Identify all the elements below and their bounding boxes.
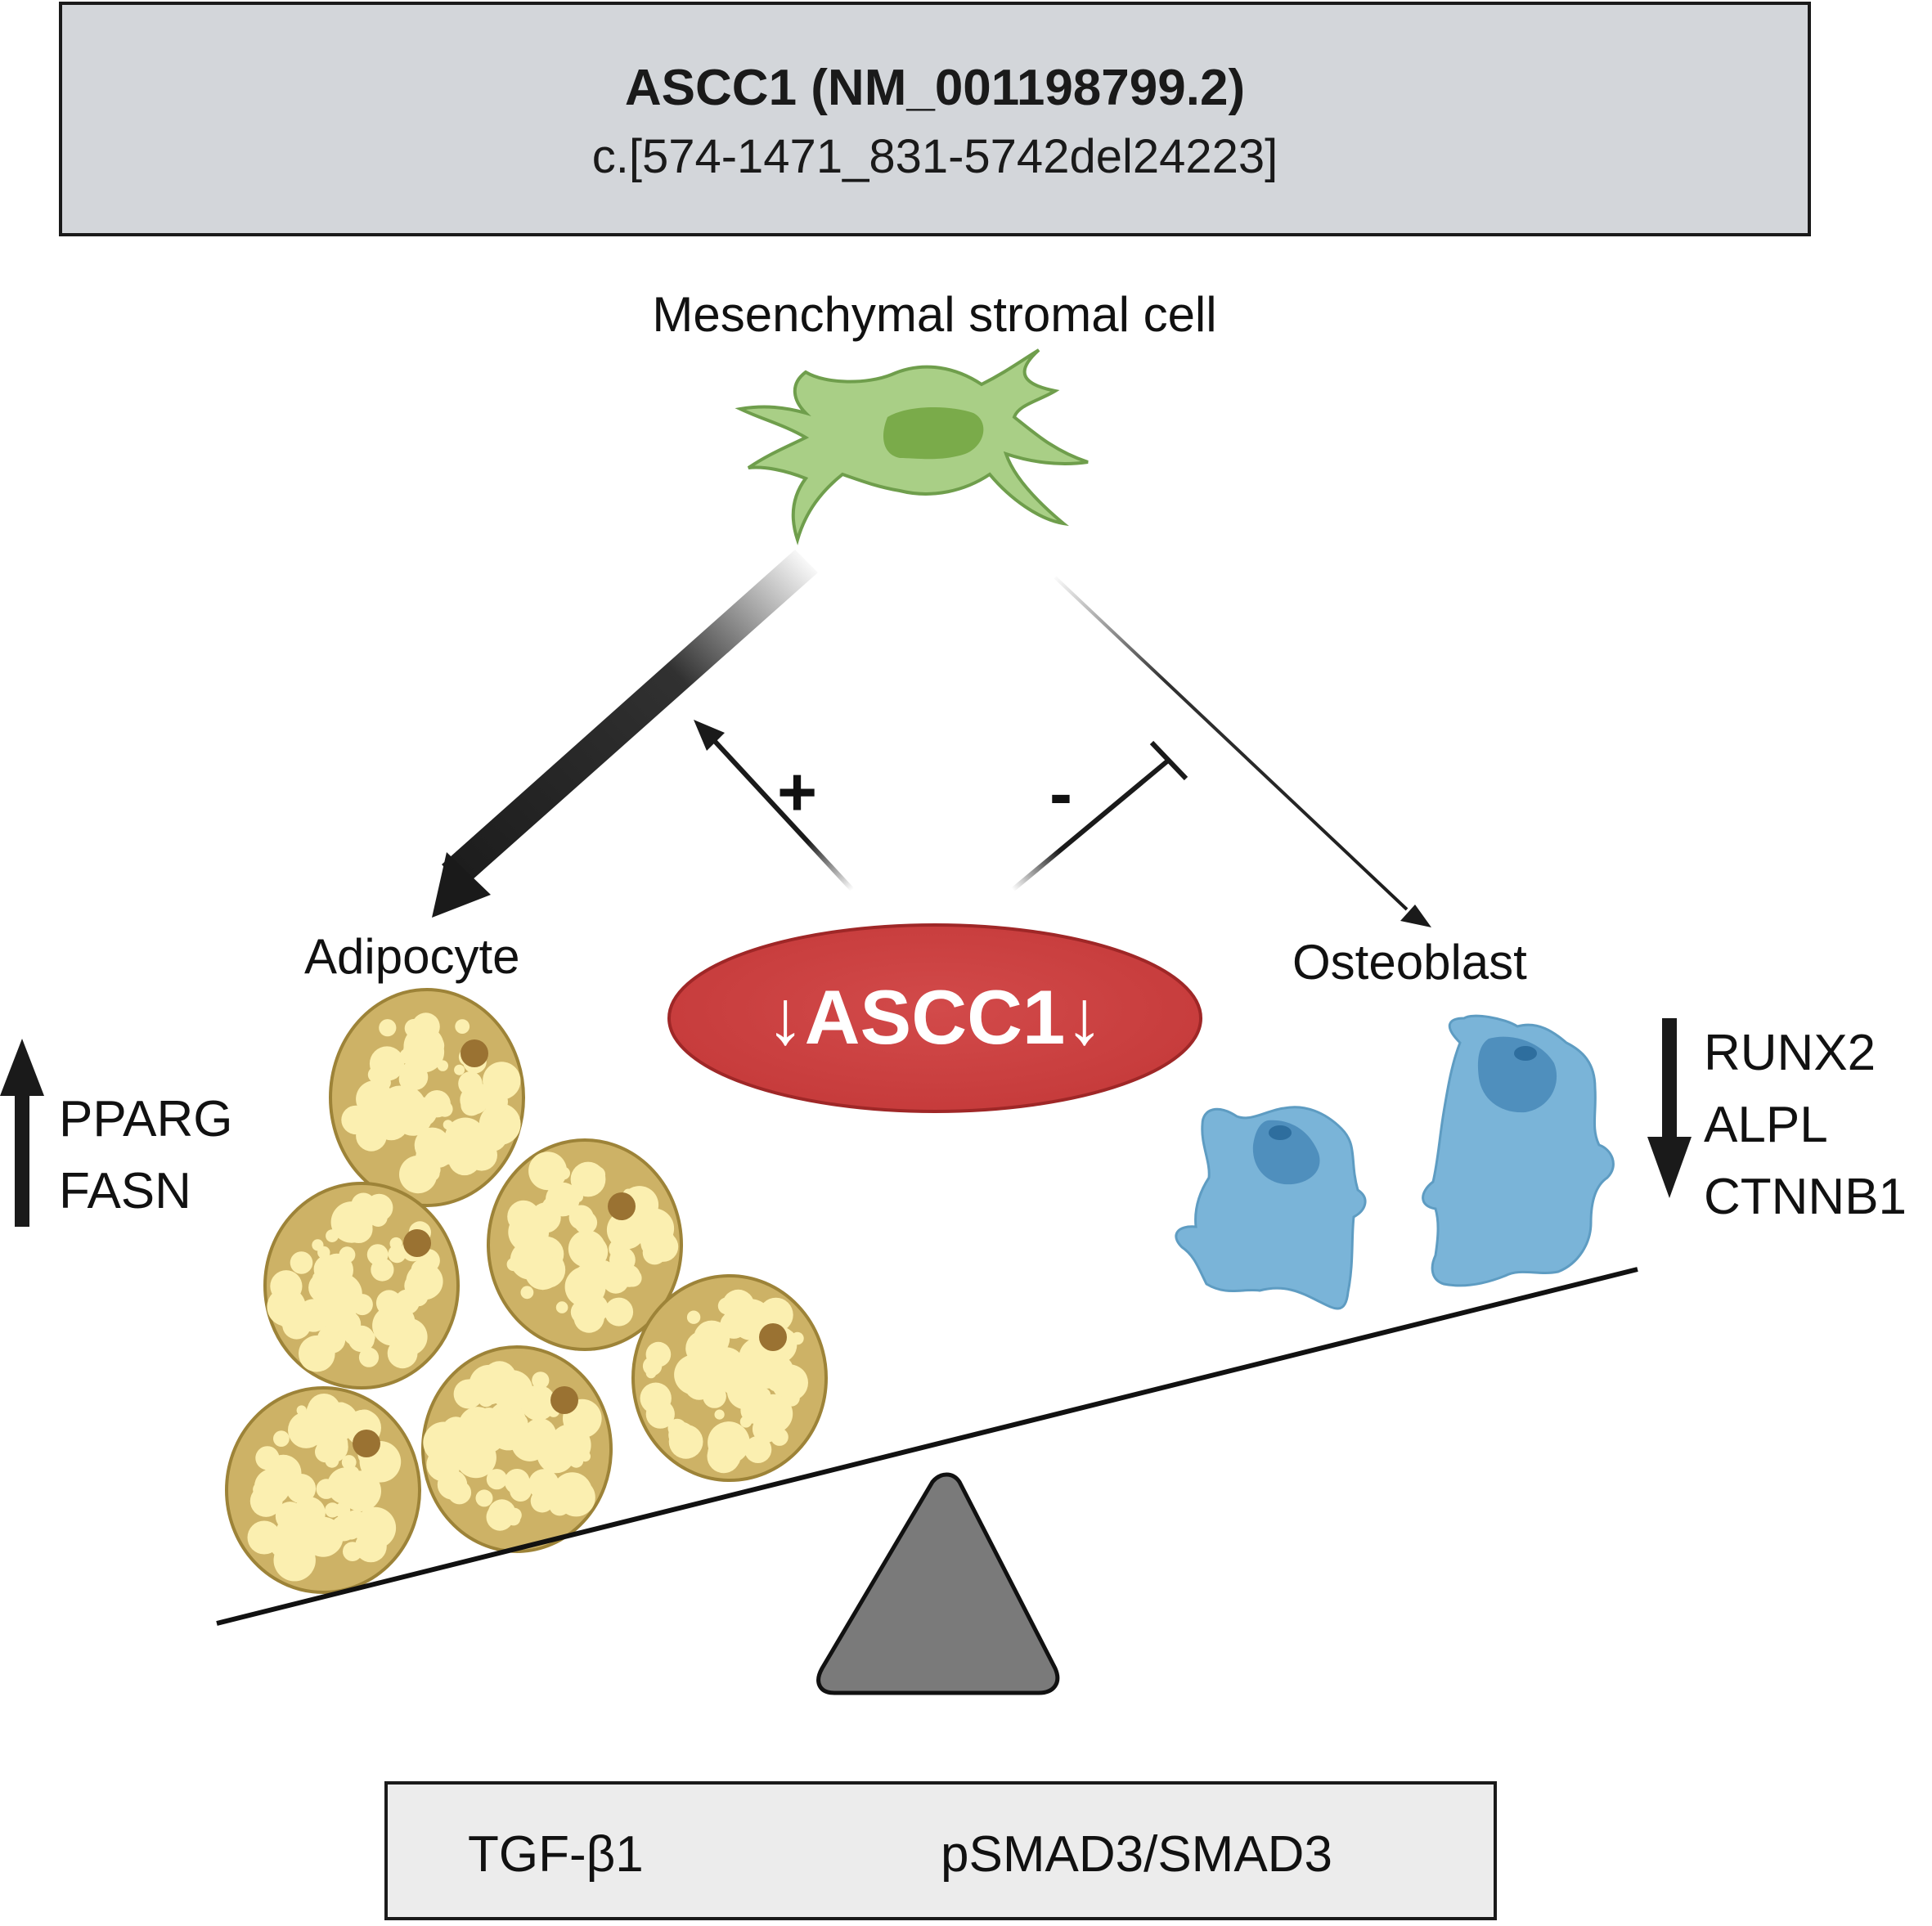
downregulated-genes: RUNX2 ALPL CTNNB1 <box>1704 1017 1907 1233</box>
signaling-box <box>384 1781 1497 1920</box>
gene-ctnnb1: CTNNB1 <box>1704 1169 1907 1225</box>
promote-adipocyte-arrowhead <box>694 720 725 751</box>
msc-label: Mesenchymal stromal cell <box>652 287 1217 342</box>
variant-notation: c.[574-1471_831-5742del24223] <box>591 130 1278 183</box>
adipogenesis-arrowhead <box>432 852 491 918</box>
osteogenesis-arrow-shaft <box>1054 576 1409 911</box>
adipocyte-label: Adipocyte <box>304 929 520 984</box>
inhibit-osteoblast-bar <box>1149 740 1188 781</box>
mesenchymal-stromal-cell-icon <box>735 348 1089 545</box>
adipogenesis-arrow-shaft <box>442 550 818 887</box>
header-box <box>59 2 1811 236</box>
positive-regulation-sign: + <box>777 753 818 830</box>
promote-adipocyte-arrow-shaft <box>708 734 855 892</box>
negative-regulation-sign: - <box>1049 755 1072 832</box>
gene-title: ASCC1 (NM_001198799.2) <box>624 60 1246 116</box>
psmad3-label: pSMAD3/SMAD3 <box>941 1826 1332 1883</box>
osteoblast-cells-icon <box>1175 1014 1615 1310</box>
balance-fulcrum <box>816 1472 1060 1695</box>
downregulation-arrow-icon <box>1647 1018 1692 1198</box>
tgfb1-label: TGF-β1 <box>468 1826 644 1883</box>
gene-pparg: PPARG <box>59 1091 233 1147</box>
ascc1-ellipse <box>667 923 1202 1113</box>
adipocyte-cluster-icon <box>225 988 828 1594</box>
upregulation-arrow-icon <box>0 1039 44 1227</box>
ascc1-label: ↓ASCC1↓ <box>766 974 1104 1060</box>
osteoblast-label: Osteoblast <box>1292 935 1527 990</box>
osteogenesis-arrowhead <box>1400 905 1431 927</box>
inhibit-osteoblast-shaft <box>1011 758 1170 892</box>
gene-alpl: ALPL <box>1704 1097 1828 1153</box>
balance-beam <box>216 1267 1638 1626</box>
upregulated-genes: PPARG FASN <box>59 1084 232 1228</box>
gene-runx2: RUNX2 <box>1704 1025 1876 1081</box>
gene-fasn: FASN <box>59 1163 191 1219</box>
